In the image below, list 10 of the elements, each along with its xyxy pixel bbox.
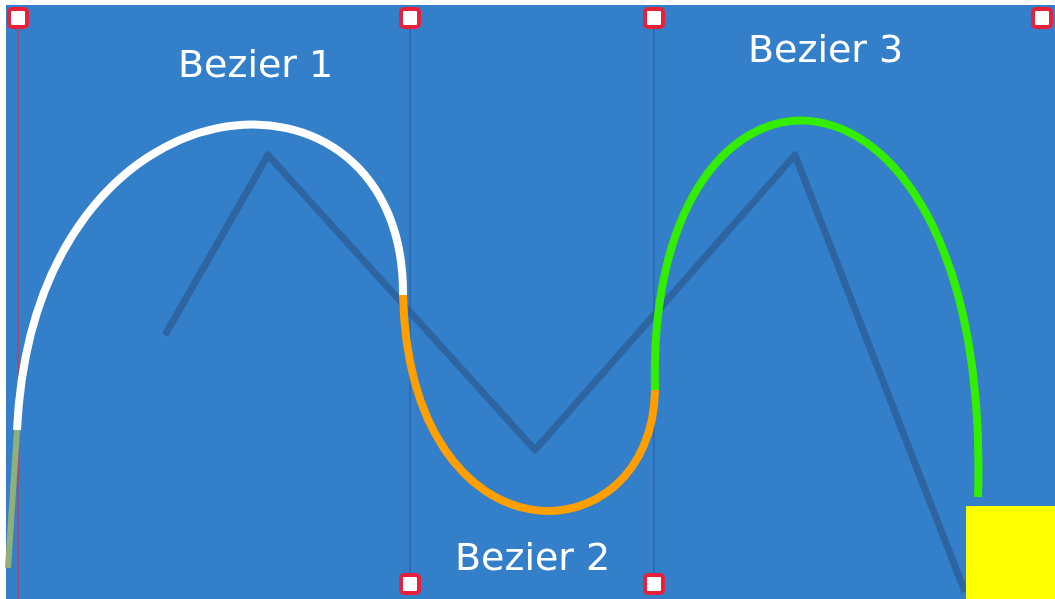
control-handle (399, 573, 421, 595)
curve-label: Bezier 2 (455, 538, 611, 576)
square-marker (966, 506, 1055, 599)
curve-label: Bezier 3 (748, 30, 904, 68)
curve-label: Bezier 1 (178, 45, 334, 83)
control-handle (643, 573, 665, 595)
control-handle (7, 7, 29, 29)
control-handle (643, 7, 665, 29)
control-handle (399, 7, 421, 29)
control-handle (1031, 7, 1053, 29)
